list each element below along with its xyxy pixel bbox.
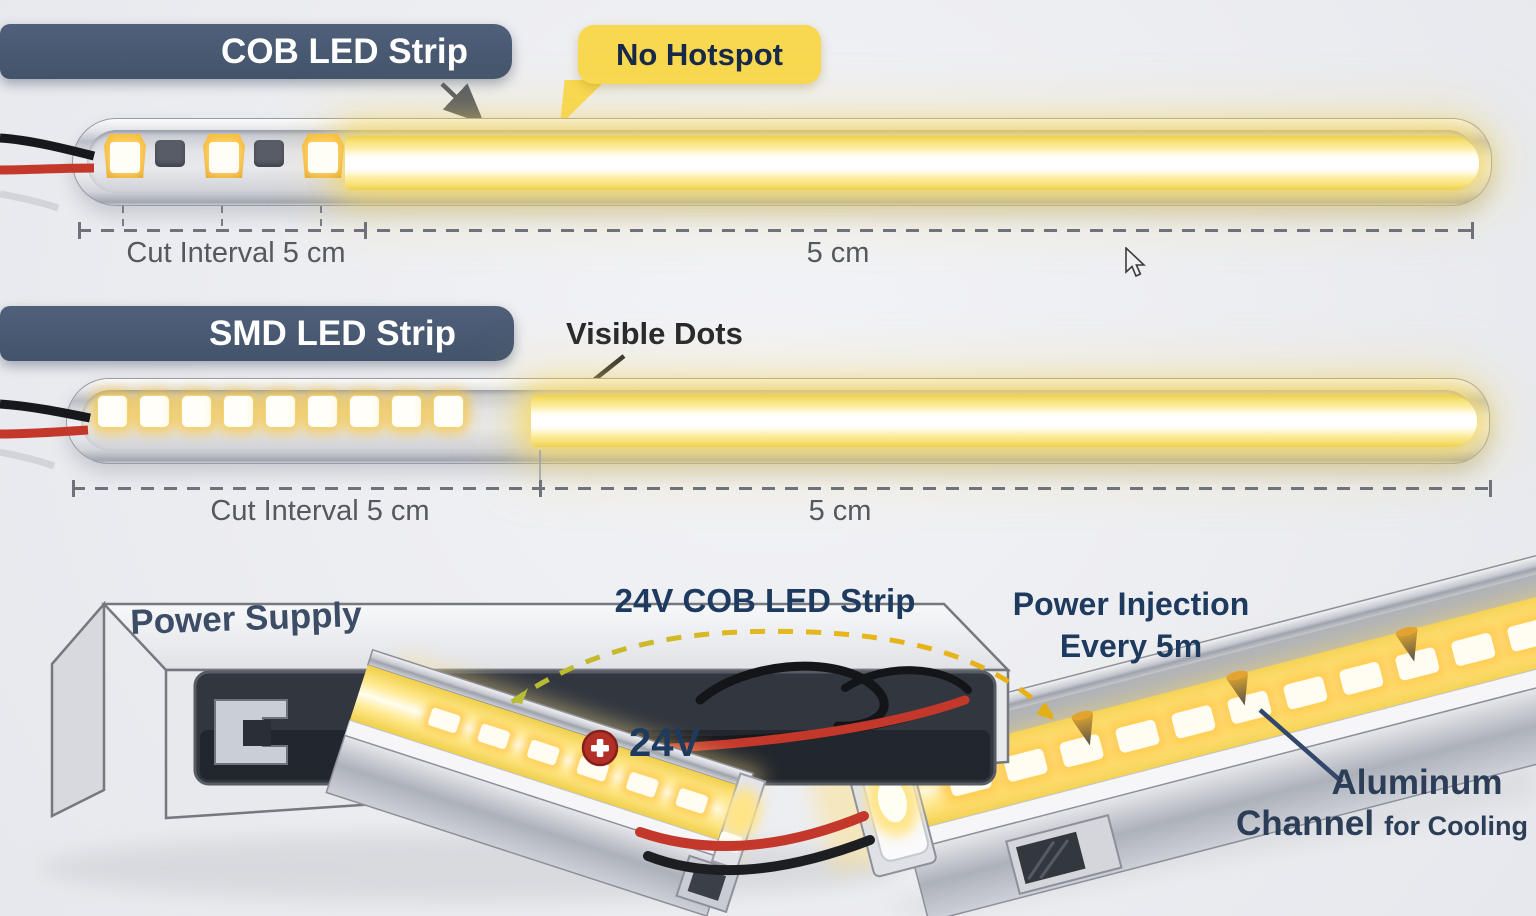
smd-led-chip: [181, 395, 212, 428]
cob-span-label: 5 cm: [806, 237, 870, 269]
supply-led-channel: [325, 648, 767, 916]
no-hotspot-callout: No Hotspot: [578, 25, 821, 84]
aluminum-pointer-line: [1258, 708, 1344, 784]
smd-span-label: 5 cm: [808, 495, 872, 527]
connector-arrowhead-right: [1036, 702, 1054, 720]
smd-led-chip: [223, 395, 254, 428]
aluminum-label-line1: Aluminum: [1331, 763, 1503, 802]
wire-red: [0, 163, 95, 175]
smd-input-wires: [0, 399, 91, 470]
smd-led-chip: [97, 395, 128, 428]
inter-channel-wires: [635, 811, 875, 876]
wire-gray: [0, 190, 60, 212]
cut-mark-line: [122, 206, 124, 231]
cob-cut-interval-label: Cut Interval 5 cm: [126, 237, 346, 269]
cob-glow-band: [345, 136, 1479, 190]
visible-dots-label: Visible Dots: [566, 316, 743, 351]
cob-dimension-line: [78, 222, 1474, 239]
wire-red: [635, 811, 869, 851]
callout-connector: [510, 628, 1054, 720]
aluminum-channel-word: Channel: [1236, 804, 1375, 843]
cut-mark-line: [320, 206, 322, 231]
smd-led-chip: [349, 395, 380, 428]
voltage-label: 24V: [629, 721, 701, 765]
cob-banner-label: COB LED Strip: [221, 32, 468, 71]
smd-strip: [66, 378, 1490, 464]
smd-cut-interval-label: Cut Interval 5 cm: [210, 495, 430, 527]
power-injection-label: Power Injection Every 5m: [985, 583, 1277, 667]
smd-cut-junction-line: [539, 450, 541, 488]
wire-black: [643, 835, 875, 876]
wiring-illustration: [40, 536, 1536, 916]
cursor-icon[interactable]: [1124, 247, 1150, 281]
smd-led-chip: [391, 395, 422, 428]
wire-gray: [0, 448, 56, 470]
smd-dimension-line: [72, 480, 1492, 497]
cob-led-chip: [203, 134, 245, 178]
smd-led-chip: [265, 395, 296, 428]
cob-resistor: [155, 140, 185, 167]
power-injection-line1: Power Injection: [1012, 586, 1250, 622]
smd-glow-band: [531, 395, 1477, 447]
cob-pointer-arrow-icon: [440, 82, 485, 125]
smd-banner-label: SMD LED Strip: [209, 314, 456, 353]
smd-led-chip: [139, 395, 170, 428]
cut-mark-line: [221, 206, 223, 231]
wire-black: [0, 133, 96, 161]
cob-input-wires: [0, 133, 96, 212]
plus-icon: [581, 729, 619, 767]
box-left-face: [50, 600, 106, 819]
cob-strip: [72, 118, 1492, 206]
aluminum-label-line2: Channel for Cooling: [1236, 804, 1536, 844]
wire-red: [0, 425, 89, 439]
wire-black: [0, 399, 91, 423]
power-injection-line2: Every 5m: [1059, 628, 1203, 665]
for-cooling-suffix: for Cooling: [1384, 811, 1529, 841]
smd-banner: SMD LED Strip: [0, 306, 514, 361]
cob-led-chip: [302, 134, 344, 178]
cob-resistor: [254, 140, 284, 167]
smd-led-chip: [433, 395, 464, 428]
connector-arrowhead-left: [512, 688, 528, 704]
cob-led-chip: [104, 134, 146, 178]
cob-banner: COB LED Strip: [0, 24, 512, 79]
smd-led-chip: [307, 395, 338, 428]
no-hotspot-label: No Hotspot: [615, 37, 784, 72]
24v-cob-strip-label: 24V COB LED Strip: [614, 582, 916, 619]
